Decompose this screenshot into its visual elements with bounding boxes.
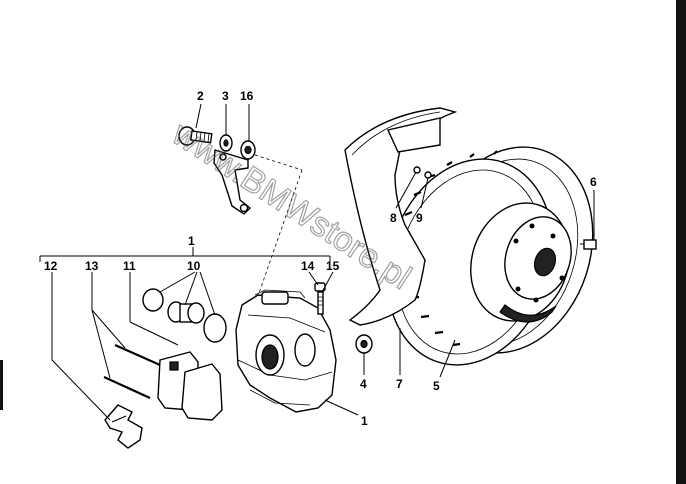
washer-16 xyxy=(240,140,256,160)
callout-1-top: 1 xyxy=(188,234,195,248)
brake-caliper xyxy=(235,289,337,413)
washer-4 xyxy=(355,334,373,354)
callout-10: 10 xyxy=(187,259,201,273)
brake-disc xyxy=(386,146,594,366)
mounting-bracket xyxy=(213,149,252,215)
callout-5: 5 xyxy=(433,379,440,393)
callout-labels: 1 1 2 3 4 5 6 7 8 9 10 11 12 13 14 15 16 xyxy=(44,89,597,428)
callout-12: 12 xyxy=(44,259,58,273)
bolt-2 xyxy=(178,126,213,146)
callout-3: 3 xyxy=(222,89,229,103)
callout-4: 4 xyxy=(360,377,367,391)
washer-3 xyxy=(219,134,233,152)
callout-13: 13 xyxy=(85,259,99,273)
callout-8: 8 xyxy=(390,211,397,225)
callout-14: 14 xyxy=(301,259,315,273)
callout-2: 2 xyxy=(197,89,204,103)
bleeder-valve xyxy=(314,282,326,315)
leader-lines xyxy=(39,103,595,421)
callout-11: 11 xyxy=(123,259,136,273)
piston-seal-kit xyxy=(142,288,227,343)
callout-1-bottom: 1 xyxy=(361,414,368,428)
callout-16: 16 xyxy=(240,89,254,103)
brake-pads xyxy=(157,351,223,421)
edge-bar xyxy=(676,0,686,484)
retaining-pins xyxy=(103,343,161,400)
callout-15: 15 xyxy=(326,259,340,273)
callout-6: 6 xyxy=(590,175,597,189)
splash-shield xyxy=(344,107,458,326)
callout-9: 9 xyxy=(416,211,423,225)
bolt-6 xyxy=(580,239,597,250)
anti-rattle-spring xyxy=(104,404,143,449)
callout-7: 7 xyxy=(396,377,403,391)
edge-mark xyxy=(0,360,3,410)
